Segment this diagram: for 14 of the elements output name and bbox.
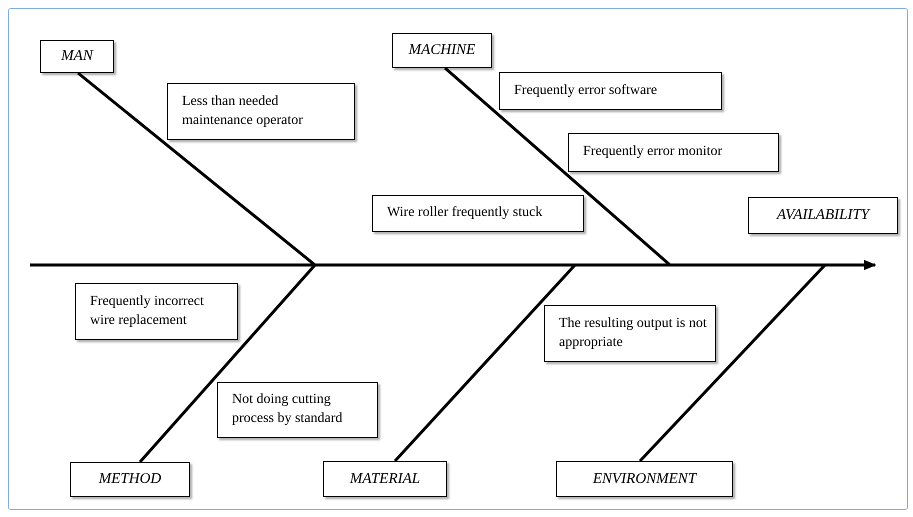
category-box: AVAILABILITY [748,197,898,234]
cause-box: Not doing cutting process by standard [217,382,378,438]
category-box: MAN [40,40,114,73]
category-box: MATERIAL [323,461,447,497]
cause-box: The resulting output is not appropriate [544,305,716,362]
cause-box: Frequently error monitor [568,133,779,172]
cause-box: Frequently incorrect wire replacement [75,283,238,340]
cause-box: Frequently error software [499,72,722,110]
category-box: METHOD [70,462,190,497]
category-box: MACHINE [392,33,492,68]
fishbone-arrow [638,260,876,462]
cause-box: Wire roller frequently stuck [372,195,584,232]
cause-box: Less than needed maintenance operator [167,83,355,140]
category-box: ENVIRONMENT [556,461,733,497]
